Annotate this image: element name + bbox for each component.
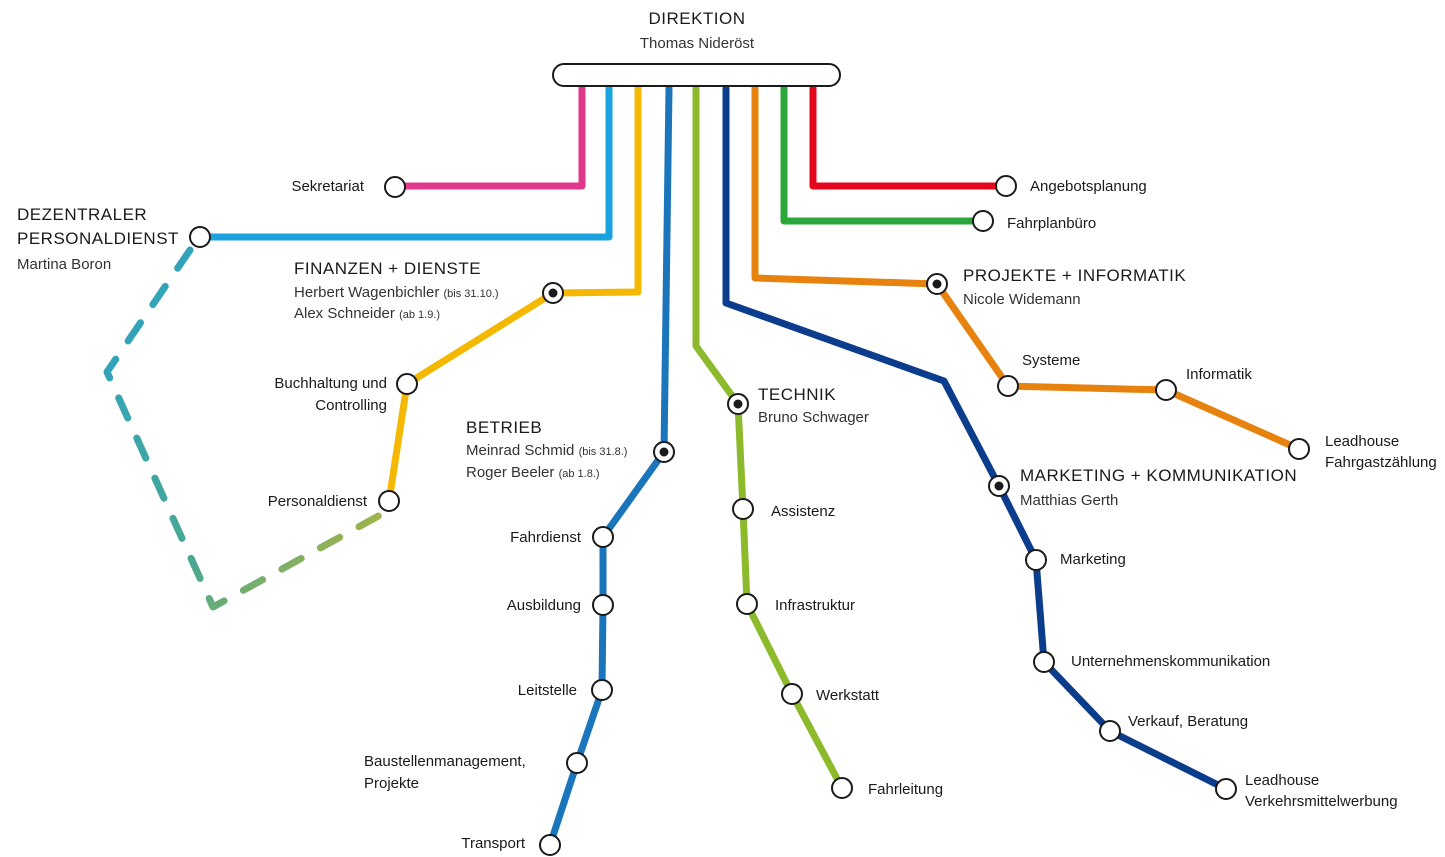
label-informatik: Informatik	[1186, 366, 1252, 383]
hub-projekte[interactable]	[926, 273, 948, 295]
label-ausbildung: Ausbildung	[506, 597, 581, 614]
label-werkstatt: Werkstatt	[816, 687, 880, 704]
dezentral-title-2: PERSONALDIENST	[17, 229, 179, 248]
label-infrastruktur: Infrastruktur	[775, 597, 856, 614]
finanzen-title: FINANZEN + DIENSTE	[294, 259, 482, 278]
station-leadhouse-fz[interactable]	[1288, 438, 1310, 460]
projekte-title: PROJEKTE + INFORMATIK	[963, 266, 1187, 285]
station-baustellen[interactable]	[566, 752, 588, 774]
label-leadhouse-fz-1: Leadhouse	[1325, 433, 1400, 450]
station-unternehmenskomm[interactable]	[1033, 651, 1055, 673]
hub-technik[interactable]	[727, 393, 749, 415]
finanzen-person-1: Herbert Wagenbichler (bis 31.10.)	[294, 284, 499, 301]
station-buchhaltung[interactable]	[396, 373, 418, 395]
station-informatik[interactable]	[1155, 379, 1177, 401]
label-buchhaltung-2: Controlling	[315, 397, 387, 414]
label-leadhouse-vw-1: Leadhouse	[1245, 772, 1320, 789]
station-assistenz[interactable]	[732, 498, 754, 520]
line-marketing	[722, 84, 1230, 793]
line-personal-dashed	[103, 246, 386, 611]
hub-marketing[interactable]	[988, 475, 1010, 497]
label-mk-marketing: Marketing	[1060, 551, 1126, 568]
line-technik	[692, 84, 846, 792]
station-werkstatt[interactable]	[781, 683, 803, 705]
station-verkauf[interactable]	[1099, 720, 1121, 742]
label-verkauf: Verkauf, Beratung	[1128, 713, 1249, 730]
label-buchhaltung-1: Buchhaltung und	[274, 375, 387, 392]
station-transport[interactable]	[539, 834, 561, 856]
label-transport: Transport	[461, 835, 525, 852]
station-leadhouse-vw[interactable]	[1215, 778, 1237, 800]
direktion-name: Thomas Nideröst	[639, 35, 755, 52]
dezentral-title-1: DEZENTRALER	[17, 205, 148, 224]
station-infrastruktur[interactable]	[736, 593, 758, 615]
marketing-title: MARKETING + KOMMUNIKATION	[1020, 466, 1298, 485]
label-leadhouse-vw-2: Verkehrsmittelwerbung	[1245, 793, 1398, 810]
betrieb-title: BETRIEB	[466, 418, 543, 437]
station-personaldienst[interactable]	[378, 490, 400, 512]
line-fahrplanbuero	[780, 84, 987, 225]
dezentral-name: Martina Boron	[17, 256, 112, 273]
station-systeme[interactable]	[997, 375, 1019, 397]
station-leitstelle[interactable]	[591, 679, 613, 701]
line-projekte	[751, 84, 1303, 453]
line-sekretariat	[391, 84, 586, 190]
label-unternehmenskomm: Unternehmenskommunikation	[1071, 653, 1271, 670]
direktion-bar	[552, 63, 841, 87]
station-ausbildung[interactable]	[592, 594, 614, 616]
label-sekretariat: Sekretariat	[291, 178, 364, 195]
label-angebotsplanung: Angebotsplanung	[1030, 178, 1147, 195]
hub-betrieb[interactable]	[653, 441, 675, 463]
label-fahrleitung: Fahrleitung	[868, 781, 944, 798]
station-fahrdienst[interactable]	[592, 526, 614, 548]
station-mk-marketing[interactable]	[1025, 549, 1047, 571]
label-baustellen-2: Projekte	[364, 775, 420, 792]
label-leadhouse-fz-2: Fahrgastzählung	[1325, 454, 1437, 471]
direktion-title: DIREKTION	[648, 9, 746, 28]
hub-finanzen[interactable]	[542, 282, 564, 304]
line-personaldienst	[196, 84, 613, 241]
betrieb-person-2: Roger Beeler (ab 1.8.)	[466, 464, 600, 481]
station-angebotsplanung[interactable]	[995, 175, 1017, 197]
station-fahrplanbuero[interactable]	[972, 210, 994, 232]
label-fahrplanbuero: Fahrplanbüro	[1007, 215, 1097, 232]
label-leitstelle: Leitstelle	[517, 682, 577, 699]
technik-title: TECHNIK	[758, 385, 837, 404]
label-baustellen-1: Baustellenmanagement,	[364, 753, 526, 770]
station-fahrleitung[interactable]	[831, 777, 853, 799]
station-dezentral[interactable]	[189, 226, 211, 248]
label-assistenz: Assistenz	[771, 503, 836, 520]
marketing-name: Matthias Gerth	[1020, 492, 1119, 509]
label-fahrdienst: Fahrdienst	[510, 529, 581, 546]
finanzen-person-2: Alex Schneider (ab 1.9.)	[294, 305, 441, 322]
betrieb-person-1: Meinrad Schmid (bis 31.8.)	[466, 442, 628, 459]
label-systeme: Systeme	[1022, 352, 1081, 369]
projekte-name: Nicole Widemann	[963, 291, 1081, 308]
station-sekretariat[interactable]	[384, 176, 406, 198]
technik-name: Bruno Schwager	[758, 409, 869, 426]
label-personaldienst: Personaldienst	[267, 493, 367, 510]
line-angebotsplanung	[809, 84, 1010, 190]
